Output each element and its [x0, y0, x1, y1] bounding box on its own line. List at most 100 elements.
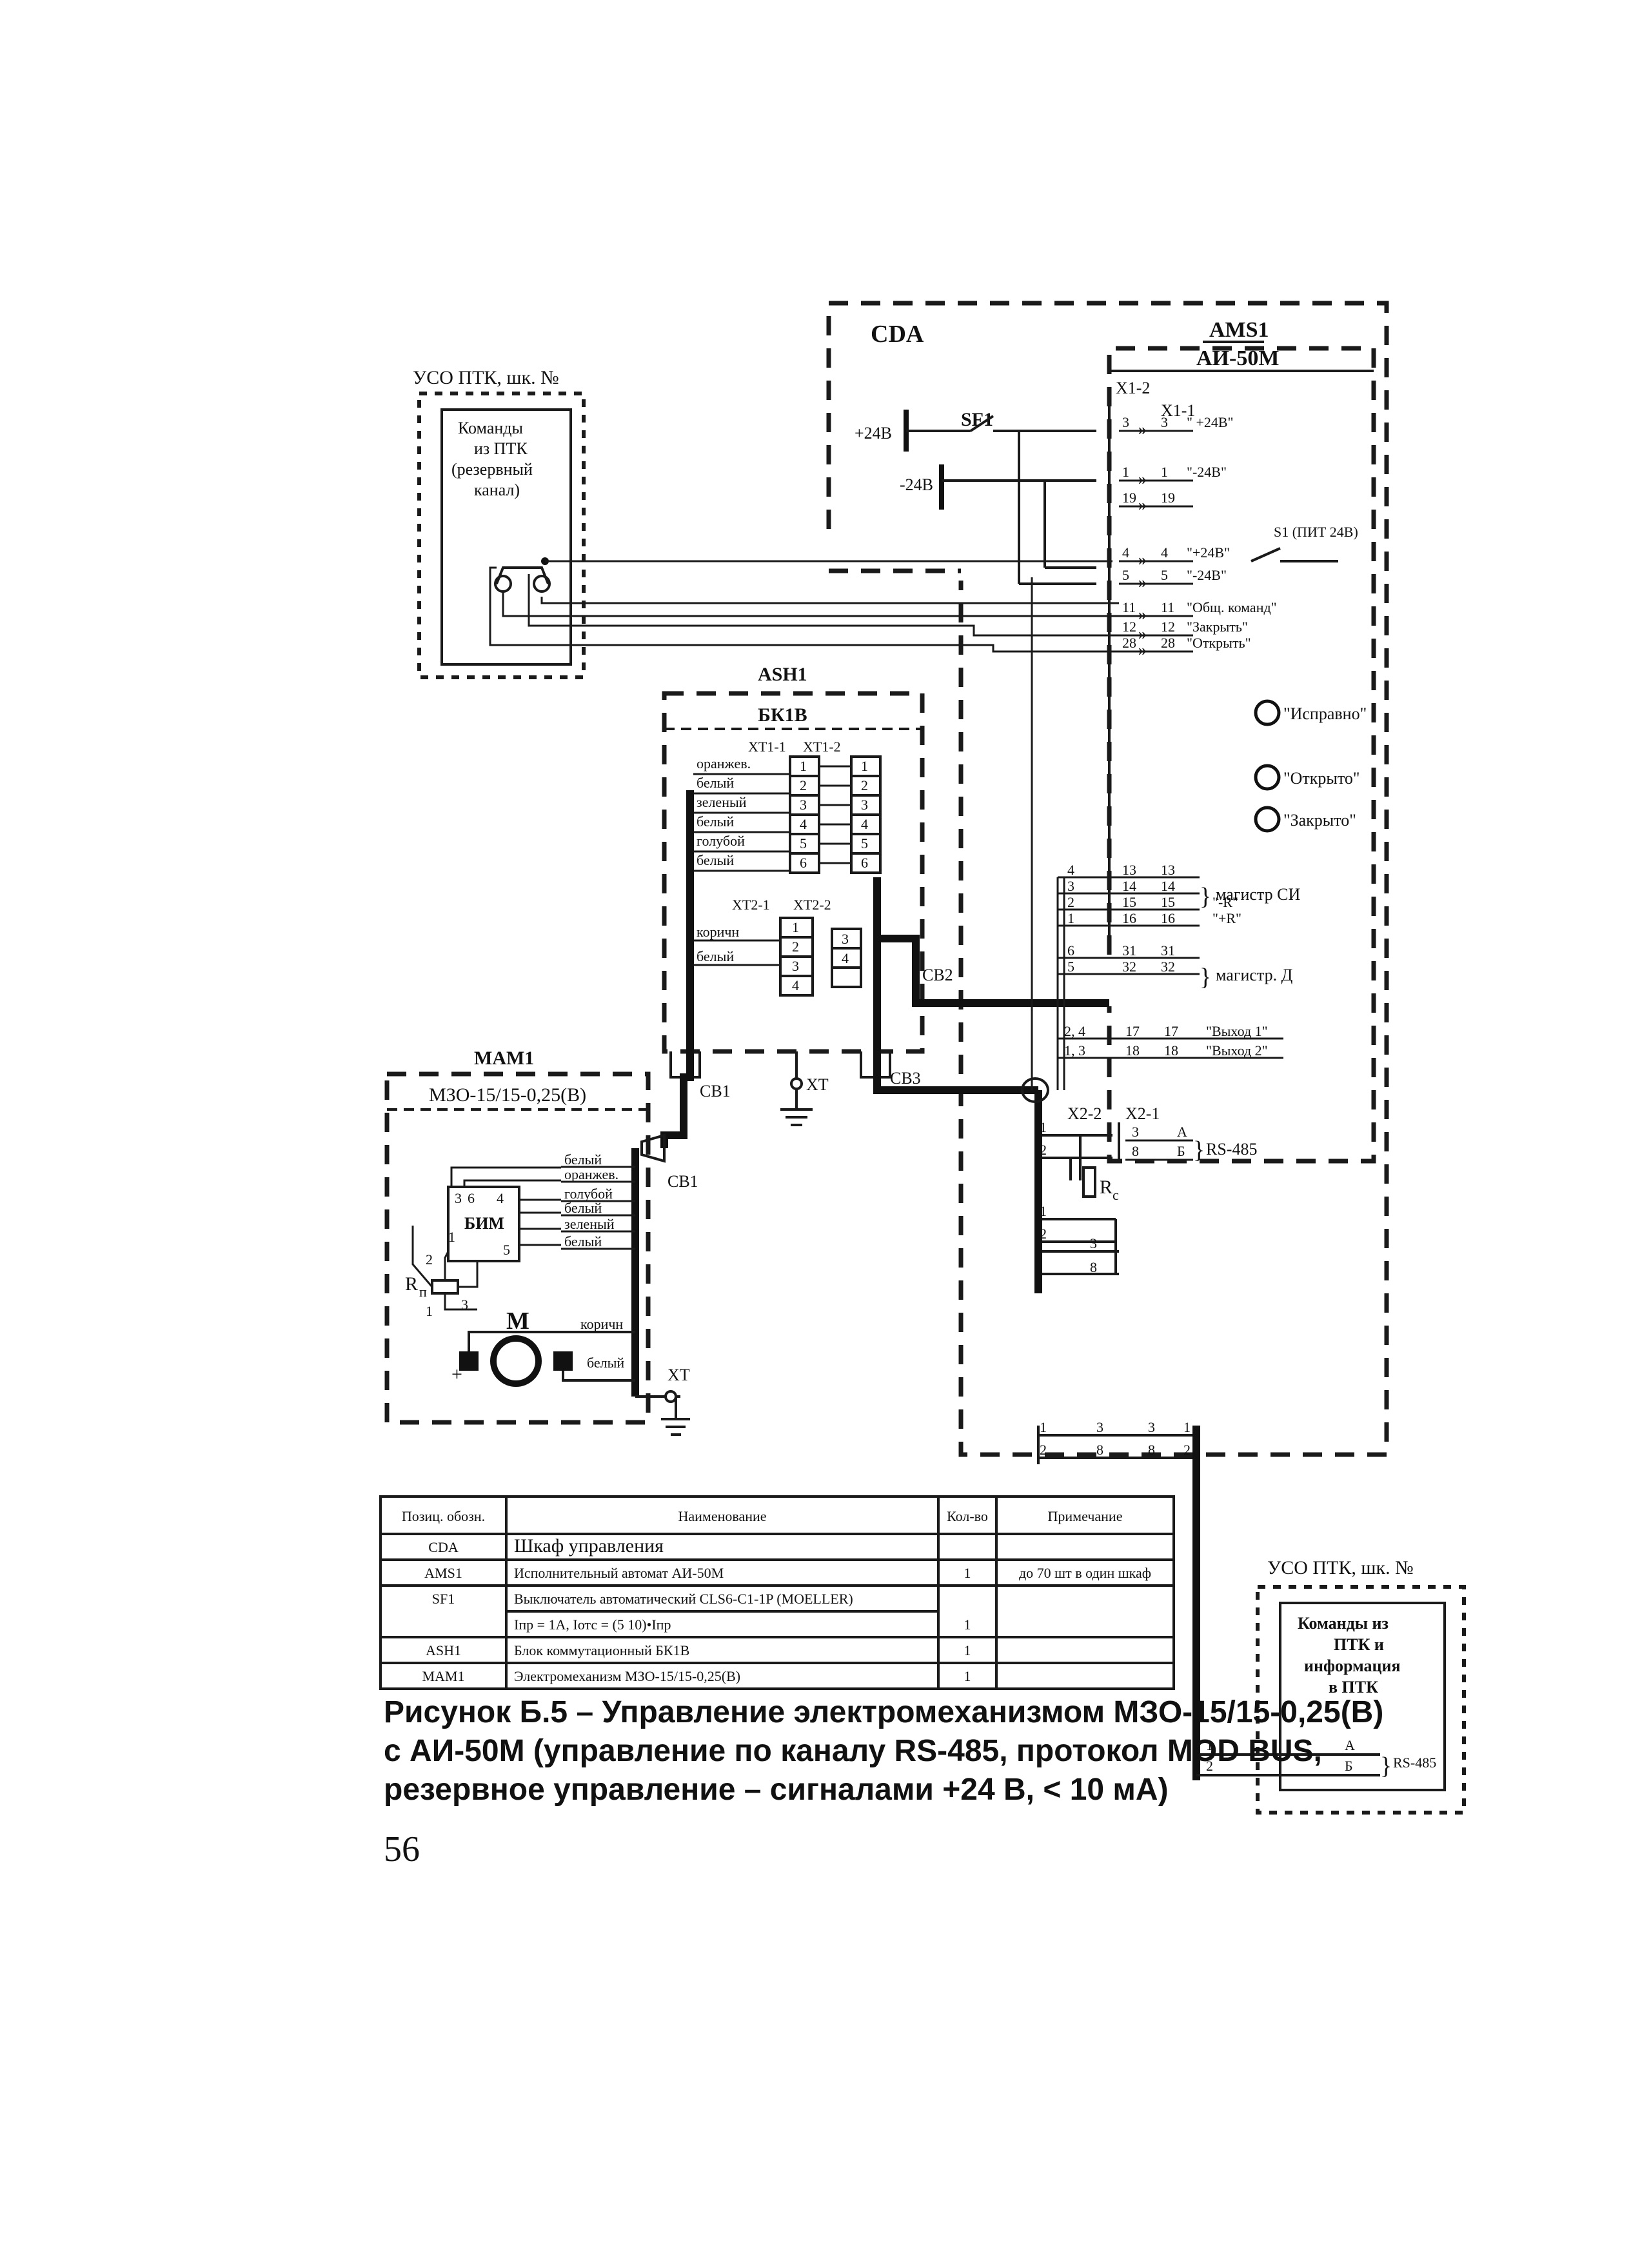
xt21-num: 1	[792, 919, 799, 935]
led-label: "Исправно"	[1283, 704, 1367, 723]
x22-label: X2-2	[1067, 1104, 1102, 1123]
table-cell: Исполнительный автомат АИ-50М	[514, 1565, 724, 1581]
svg-text:1: 1	[1040, 1419, 1047, 1435]
terminal-signal: "+24В"	[1187, 544, 1230, 561]
terminal-num: 31	[1161, 942, 1175, 959]
x21-a: А	[1177, 1124, 1187, 1140]
bus-left-num: 2	[1067, 894, 1074, 910]
svg-text:3: 3	[1132, 1124, 1139, 1140]
uso-right-line-3: в ПТК	[1329, 1678, 1378, 1696]
table-cell: 1	[964, 1668, 971, 1684]
connector-icon: »	[1138, 573, 1147, 592]
output-left: 2, 4	[1064, 1023, 1085, 1039]
xt1-wire-color: оранжев.	[697, 755, 751, 771]
terminal-num: 18	[1164, 1042, 1178, 1059]
uso-left-line-0: Команды	[458, 419, 523, 437]
xt1-num: 1	[800, 758, 807, 774]
terminal-num: 32	[1161, 959, 1175, 975]
x11-label: X1-1	[1161, 401, 1195, 420]
terminal-num: 31	[1122, 942, 1136, 959]
svg-text:c: c	[1112, 1187, 1119, 1203]
terminal-num: 16	[1122, 910, 1136, 926]
table-cell: ASH1	[426, 1642, 461, 1658]
rc-resistor-icon	[1082, 1166, 1096, 1198]
uso-right-line-0: Команды из	[1298, 1614, 1389, 1633]
magistr-d-label: магистр. Д	[1216, 966, 1293, 984]
mam1-wire-color: белый	[564, 1200, 602, 1216]
svg-text:1: 1	[448, 1229, 455, 1245]
ash1-model: БК1В	[758, 704, 807, 726]
table-header: Наименование	[678, 1508, 766, 1524]
terminal-num: 12	[1161, 619, 1175, 635]
ams1-module: AMS1 АИ-50М X1-2 X1-1 3»3" +24В"1»1"-24В…	[1058, 318, 1376, 1203]
terminal-signal: "Общ. команд"	[1187, 599, 1277, 615]
xt21-label: XT2-1	[732, 897, 770, 913]
motor-icon	[490, 1335, 542, 1387]
xt1-num: 6	[800, 855, 807, 871]
bus-left-num: 3	[1067, 878, 1074, 894]
terminal-num: 28	[1122, 635, 1136, 651]
motor-label: М	[506, 1308, 529, 1335]
xt1-wire-color: белый	[697, 852, 734, 868]
xt11-label: XT1-1	[748, 739, 786, 755]
led-icon	[1254, 764, 1281, 791]
magistr-d-brace: }	[1200, 964, 1211, 991]
figure-caption: Рисунок Б.5 – Управление электромеханизм…	[384, 1695, 1383, 1807]
svg-text:3: 3	[1148, 1419, 1155, 1435]
svg-text:8: 8	[1090, 1259, 1097, 1275]
terminal-num: 15	[1161, 894, 1175, 910]
xt12-num: 1	[861, 758, 868, 774]
xt22-cell	[831, 966, 862, 988]
terminal-signal: "-24В"	[1187, 567, 1227, 583]
table-header: Примечание	[1048, 1508, 1123, 1524]
xt2-wire-color: белый	[697, 948, 734, 964]
terminal-signal: "-24В"	[1187, 464, 1227, 480]
connector-icon: »	[1138, 605, 1147, 624]
xt2-cell	[850, 755, 882, 777]
uso-left-line-2: (резервный	[451, 460, 533, 479]
svg-text:8: 8	[1148, 1442, 1155, 1458]
uso-right-cabinet: УСО ПТК, шк. № Команды из ПТК и информац…	[1196, 1557, 1466, 1815]
terminal-num: 3	[1161, 414, 1168, 430]
xt12-label: XT1-2	[803, 739, 841, 755]
ams1-ref: AMS1	[1209, 318, 1269, 342]
mam1-xt-label: XT	[667, 1366, 690, 1384]
terminal-num: 13	[1122, 862, 1136, 878]
terminal-num: 1	[1122, 464, 1129, 480]
terminal-num: 17	[1164, 1023, 1178, 1039]
ash1-cb1-label: СВ1	[700, 1082, 731, 1100]
rp-potentiometer-icon	[431, 1279, 459, 1295]
bus-signal: "+R"	[1212, 910, 1241, 926]
xt1-wire-color: белый	[697, 775, 734, 791]
xt12-num: 6	[861, 855, 868, 871]
caption-line-0: Рисунок Б.5 – Управление электромеханизм…	[384, 1695, 1383, 1729]
uso-left-title: УСО ПТК, шк. №	[413, 367, 559, 388]
svg-text:1: 1	[1183, 1419, 1191, 1435]
xt21-cell	[779, 975, 814, 997]
xt1-wire-color: белый	[697, 813, 734, 830]
xt12-num: 2	[861, 777, 868, 793]
ams1-indicators: "Исправно""Открыто""Закрыто"	[1254, 699, 1367, 833]
terminal-num: 5	[1161, 567, 1168, 583]
uso-right-rs485: RS-485	[1393, 1755, 1436, 1771]
output-left: 1, 3	[1064, 1042, 1085, 1059]
led-icon	[1254, 806, 1281, 833]
bim-label: БИМ	[464, 1214, 504, 1233]
bim-terminal-numbers: 3 6 4 1 5	[448, 1190, 510, 1258]
svg-text:8: 8	[1132, 1143, 1139, 1159]
uso-right-line-1: ПТК и	[1334, 1635, 1384, 1654]
svg-text:2: 2	[1040, 1442, 1047, 1458]
svg-text:}: }	[1380, 1753, 1392, 1780]
ash1-xt-label: XT	[806, 1075, 829, 1094]
mam1-actuator: МАМ1 МЗО-15/15-0,25(В) БИМ 3 6 4 1 5 бел…	[384, 1048, 698, 1436]
x21-label: X2-1	[1125, 1104, 1160, 1123]
ash1-cb2-label: СВ2	[922, 966, 953, 984]
caption-line-2: резервное управление – сигналами +24 В, …	[384, 1773, 1169, 1807]
xt21-num: 4	[792, 977, 799, 993]
